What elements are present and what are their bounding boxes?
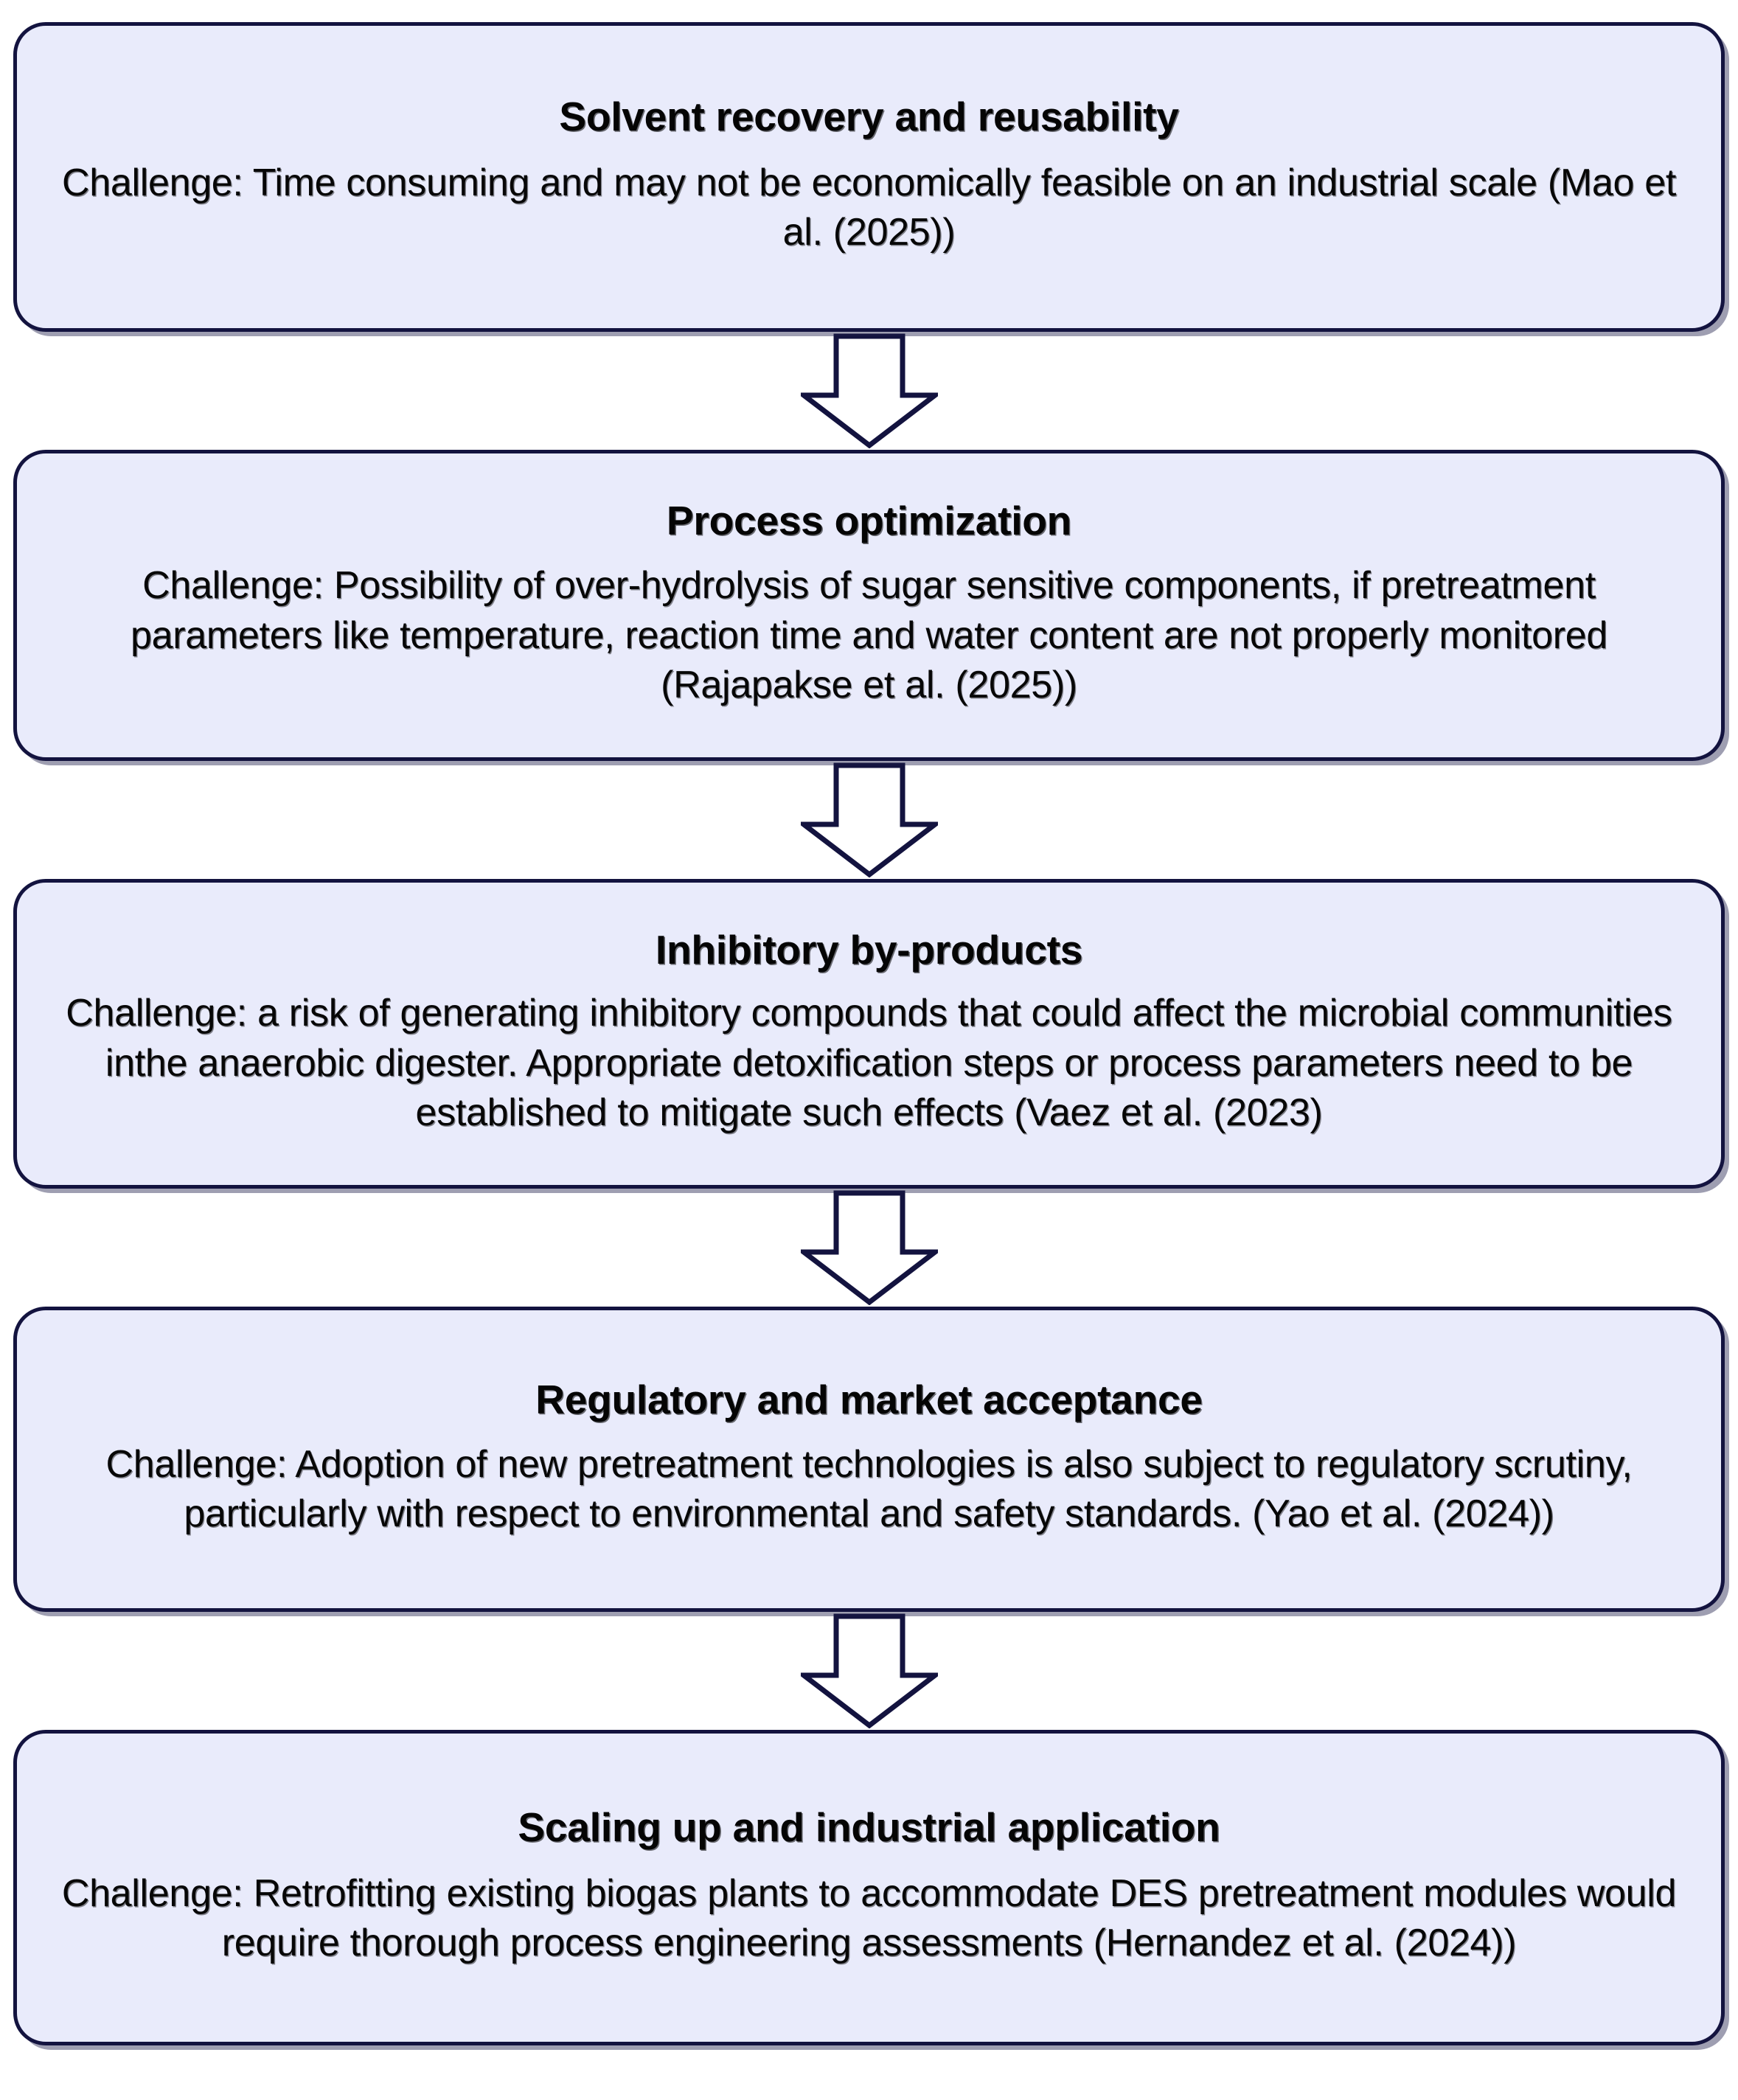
flow-node-scaling-up-and-industrial-application[interactable]: Scaling up and industrial application Ch… — [13, 1730, 1725, 2045]
down-block-arrow-icon — [800, 762, 938, 877]
flow-node-inhibitory-by-products[interactable]: Inhibitory by-products Challenge: a risk… — [13, 879, 1725, 1189]
node-body: Challenge: Possibility of over-hydrolysi… — [131, 564, 1607, 707]
node-body: Challenge: Retrofitting existing biogas … — [61, 1871, 1677, 1965]
flow-arrow-2 — [13, 761, 1725, 879]
flow-node-regulatory-and-market-acceptance[interactable]: Regulatory and market acceptance Challen… — [13, 1307, 1725, 1612]
node-body: Challenge: a risk of generating inhibito… — [66, 992, 1672, 1135]
node-body: Challenge: Adoption of new pretreatment … — [105, 1442, 1633, 1536]
node-title: Scaling up and industrial application — [518, 1804, 1220, 1850]
flow-node-process-optimization[interactable]: Process optimization Challenge: Possibil… — [13, 450, 1725, 761]
down-block-arrow-icon — [800, 1190, 938, 1305]
down-block-arrow-icon — [800, 333, 938, 448]
flow-node-solvent-recovery-and-reusability[interactable]: Solvent recovery and reusability Challen… — [13, 22, 1725, 332]
down-block-arrow-icon — [800, 1613, 938, 1728]
node-body: Challenge: Time consuming and may not be… — [61, 161, 1677, 254]
node-title: Solvent recovery and reusability — [559, 93, 1179, 139]
node-title: Process optimization — [666, 498, 1072, 544]
flow-arrow-4 — [13, 1612, 1725, 1730]
flow-arrow-1 — [13, 332, 1725, 450]
node-title: Regulatory and market acceptance — [535, 1376, 1203, 1422]
node-title: Inhibitory by-products — [655, 927, 1083, 973]
flow-arrow-3 — [13, 1189, 1725, 1307]
